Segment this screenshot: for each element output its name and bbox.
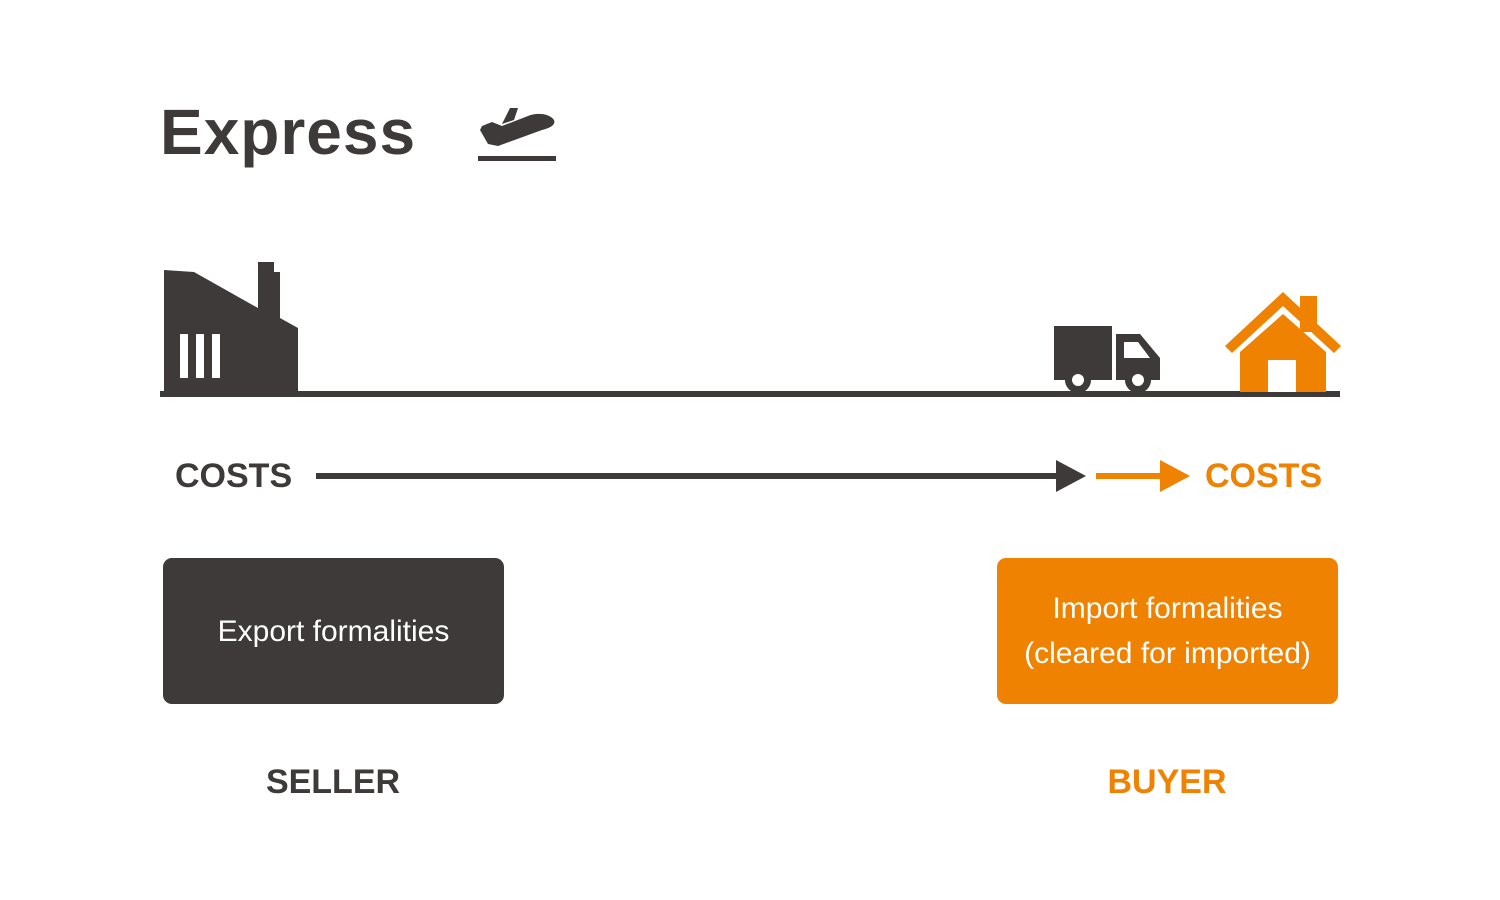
ground-line — [160, 391, 1340, 397]
seller-costs-label: COSTS — [175, 457, 293, 495]
buyer-label: BUYER — [1107, 763, 1227, 801]
buyer-costs-arrow — [1096, 460, 1190, 492]
export-formalities-box: Export formalities — [163, 558, 504, 704]
import-formalities-note: (cleared for imported) — [1024, 637, 1311, 670]
export-formalities-label: Export formalities — [217, 614, 450, 648]
house-icon — [1225, 292, 1341, 392]
page-title: Express — [160, 96, 417, 168]
airplane-takeoff-icon — [478, 108, 556, 161]
import-formalities-box: Import formalities (cleared for imported… — [997, 558, 1338, 704]
factory-icon — [164, 262, 298, 392]
import-formalities-label: Import formalities — [1052, 592, 1283, 625]
seller-costs-arrow — [316, 460, 1086, 492]
seller-label: SELLER — [265, 763, 401, 801]
truck-icon — [1054, 326, 1160, 393]
buyer-costs-label: COSTS — [1205, 457, 1323, 495]
